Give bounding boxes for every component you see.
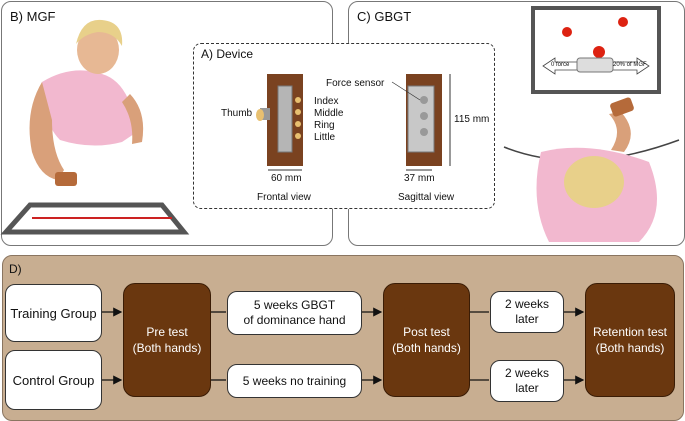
screen-right-label: 20% of MGF	[613, 62, 647, 68]
weeks-later-bottom-box: 2 weeks later	[490, 360, 564, 402]
device-drawing	[256, 74, 451, 171]
screen-left-label: 0 force	[551, 62, 570, 68]
panel-device-title: A) Device	[201, 47, 254, 61]
training-group-box: Training Group	[5, 284, 102, 342]
weeks-later-top-box: 2 weeks later	[490, 291, 564, 333]
pre-test-box: Pre test (Both hands)	[123, 283, 211, 397]
label-width-frontal: 60 mm	[271, 173, 302, 184]
label-index: Index	[314, 96, 339, 107]
label-middle: Middle	[314, 108, 344, 119]
panel-device: A) Device Force sensor Thumb Index Middl…	[193, 43, 495, 209]
label-width-sagittal: 37 mm	[404, 173, 435, 184]
label-height: 115 mm	[454, 114, 490, 125]
label-thumb: Thumb	[221, 108, 253, 119]
label-frontal-view: Frontal view	[257, 192, 311, 203]
panel-flow-title: D)	[9, 262, 22, 276]
label-little: Little	[314, 132, 336, 143]
flow-arrows	[102, 307, 585, 385]
retention-test-box: Retention test (Both hands)	[585, 283, 675, 397]
control-desc-box: 5 weeks no training	[227, 364, 362, 398]
gbgt-illustration	[503, 97, 680, 242]
panel-study-flow: D) Training Group Control Group Pre test…	[2, 255, 684, 421]
label-force-sensor: Force sensor	[326, 78, 385, 89]
mgf-illustration	[0, 19, 190, 235]
label-ring: Ring	[314, 120, 335, 131]
control-group-box: Control Group	[5, 350, 102, 410]
label-sagittal-view: Sagittal view	[398, 192, 455, 203]
game-screen: 0 force 20% of MGF	[531, 6, 661, 94]
panel-gbgt-title: C) GBGT	[357, 9, 412, 24]
apple-icons	[542, 17, 650, 75]
post-test-box: Post test (Both hands)	[383, 283, 470, 397]
panel-mgf-title: B) MGF	[10, 9, 56, 24]
training-desc-box: 5 weeks GBGT of dominance hand	[227, 291, 362, 335]
